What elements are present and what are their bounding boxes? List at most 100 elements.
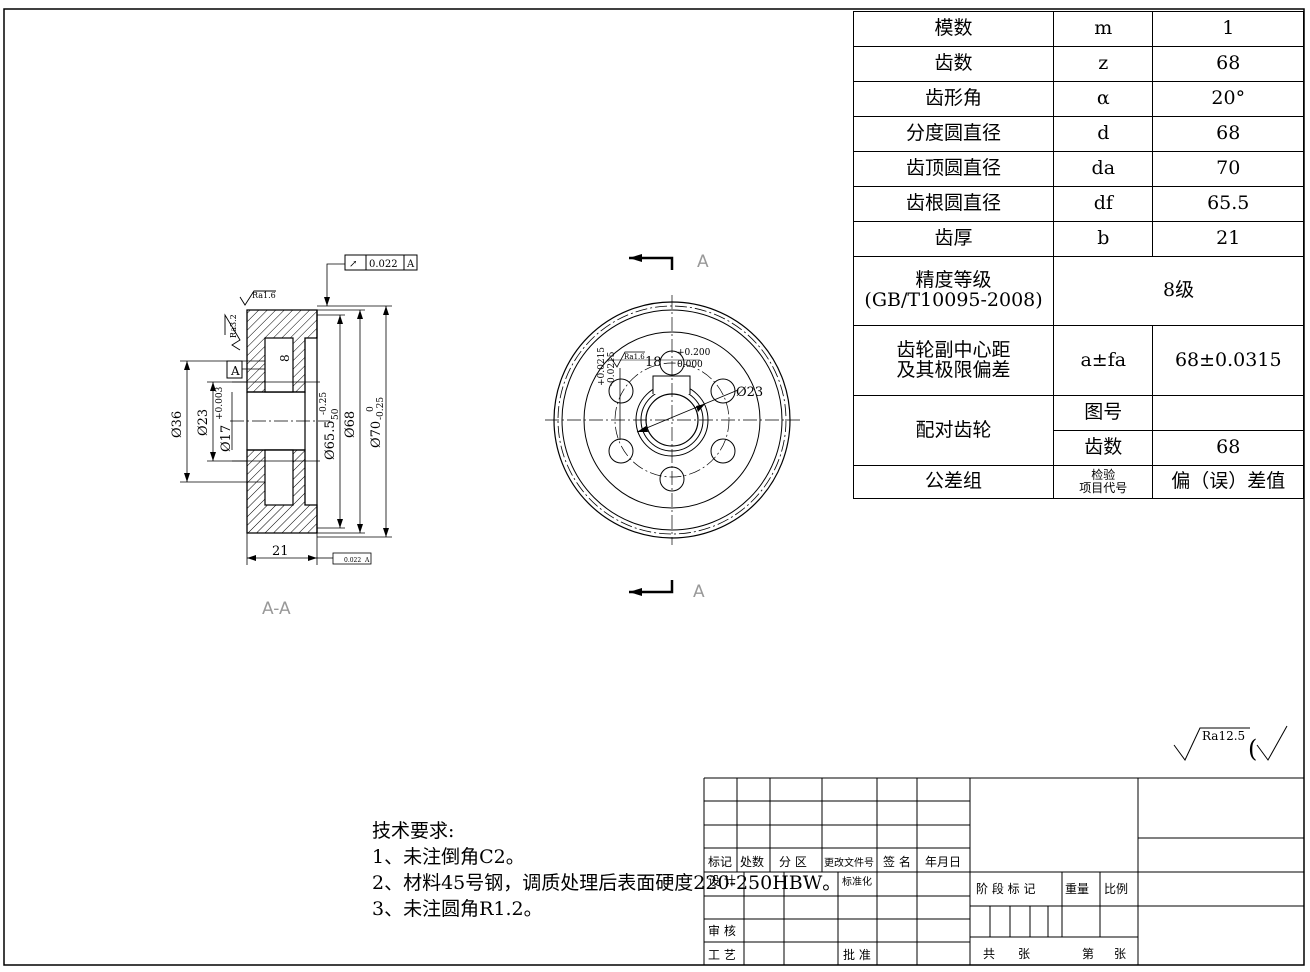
param-symbol: m [1053, 11, 1154, 47]
tol-label-1: +0.0215 [597, 347, 607, 386]
runout-datum-top: A [406, 259, 415, 270]
mating-label: 配对齿轮 [852, 395, 1055, 466]
section-view: Ø36 Ø23 Ø17 +0.003 Ø65.5 -0.25 50 Ø68 Ø7… [170, 254, 418, 619]
technical-requirements: 技术要求: 1、未注倒角C2。 2、材料45号钢，调质处理后表面硬度220-25… [372, 818, 841, 922]
table-row: 齿顶圆直径 da 70 [852, 151, 1304, 187]
inspection-label-2: 项目代号 [1079, 481, 1128, 495]
svg-text:Ra1.6: Ra1.6 [252, 291, 276, 300]
center-symbol: a±fa [1053, 325, 1154, 396]
dim-width-21: 21 [272, 544, 289, 559]
table-row: 齿形角 α 20° [852, 81, 1304, 117]
dim-dia-70: Ø70 [369, 421, 384, 448]
param-symbol: d [1053, 116, 1154, 152]
roughness-symbol-front: Ra1.6 [610, 351, 645, 368]
dim-dia-17: Ø17 [219, 425, 234, 452]
dim-18-label: 18 [645, 355, 662, 370]
mating-teeth-value: 68 [1152, 430, 1304, 466]
table-row-mating-teeth: 齿数 68 [854, 430, 1304, 466]
svg-text:Ra12.5: Ra12.5 [1202, 729, 1245, 743]
rev-header-sign: 签 名 [883, 854, 911, 869]
tol-label-4: 0.000 [677, 360, 703, 370]
dim-dia-70-tol-up: 0 [366, 406, 376, 412]
param-value: 68 [1152, 46, 1304, 82]
stage-header-mark: 阶 段 标 记 [976, 881, 1035, 896]
runout-tolerance-top: 0.022 [369, 259, 398, 270]
tol-label-2: -0.0215 [607, 351, 617, 386]
mating-teeth-label: 齿数 [1053, 430, 1154, 466]
table-row-center-distance: 齿轮副中心距 及其极限偏差 a±fa 68±0.0315 [852, 325, 1304, 396]
param-symbol: b [1053, 221, 1154, 257]
tol-label-3: +0.200 [677, 348, 711, 358]
section-mark-top: A [697, 252, 709, 272]
runout-tolerance-bottom: 0.022 [344, 557, 361, 564]
table-row: 齿厚 b 21 [852, 221, 1304, 257]
label-approve: 批 准 [843, 947, 871, 962]
param-name: 齿根圆直径 [852, 186, 1055, 222]
table-row-mating: 配对齿轮 图号 [852, 395, 1304, 466]
paren-open-icon: ( [1248, 735, 1257, 763]
label-total: 共 [983, 947, 995, 961]
precision-label-1: 精度等级 [915, 269, 992, 292]
param-symbol: df [1053, 186, 1154, 222]
center-value: 68±0.0315 [1152, 325, 1304, 396]
roughness-symbol-1: Ra1.6 [239, 290, 276, 306]
dim-dia-36: Ø36 [170, 411, 185, 438]
stage-header-scale: 比例 [1104, 882, 1128, 896]
param-value: 21 [1152, 221, 1304, 257]
param-name: 齿数 [852, 46, 1055, 82]
center-label-2: 及其极限偏差 [896, 358, 1011, 381]
dim-dia-17-tol: +0.003 [215, 386, 225, 420]
tech-title: 技术要求: [372, 820, 455, 842]
label-sheet-no: 第 [1082, 947, 1094, 961]
param-symbol: α [1053, 81, 1154, 117]
label-standardization: 标准化 [842, 875, 872, 888]
sheet-border [3, 8, 1305, 966]
table-row: 模数 m 1 [852, 11, 1304, 47]
param-name: 齿厚 [852, 221, 1055, 257]
deviation-label: 偏（误）差值 [1152, 465, 1304, 499]
dim-dia-655-tol: -0.25 [319, 392, 329, 415]
rev-header-mark: 标记 [708, 855, 732, 869]
gear-parameter-table: 模数 m 1 齿数 z 68 齿形角 α 20° 分度圆直径 d 68 齿顶圆直… [852, 11, 1304, 499]
param-value: 65.5 [1152, 186, 1304, 222]
tech-item: 3、未注圆角R1.2。 [372, 898, 543, 920]
label-review: 审 核 [708, 923, 736, 938]
general-roughness: Ra12.5 ( [1173, 725, 1288, 763]
hole-dia-label: Ø23 [736, 385, 763, 400]
dim-depth-8: 8 [278, 354, 292, 362]
table-row: 分度圆直径 d 68 [852, 116, 1304, 152]
section-mark-bottom: A [693, 582, 705, 602]
center-label-1: 齿轮副中心距 [896, 338, 1011, 361]
mating-drawing-no-label: 图号 [1053, 395, 1154, 431]
dim-dia-655-sub: 50 [331, 408, 341, 420]
dim-dia-70-tol-dn: -0.25 [376, 397, 386, 420]
param-value: 1 [1152, 11, 1304, 47]
dim-dia-655: Ø65.5 [323, 420, 338, 460]
label-sheets: 张 [1018, 947, 1030, 961]
label-design: 设 计 [708, 874, 736, 888]
datum-a-box [226, 360, 243, 379]
param-name: 齿形角 [852, 81, 1055, 117]
svg-text:Ra3.2: Ra3.2 [229, 314, 238, 338]
tech-item: 2、材料45号钢，调质处理后表面硬度220-250HBW。 [372, 872, 842, 894]
section-label: A-A [262, 599, 291, 619]
precision-label-2: (GB/T10095-2008) [864, 289, 1043, 311]
datum-a-label: A [230, 364, 240, 378]
table-row-tolerance: 公差组 检验 项目代号 偏（误）差值 [852, 465, 1304, 499]
front-view [545, 254, 800, 596]
label-sheet-unit: 张 [1114, 947, 1126, 961]
table-row-precision: 精度等级 (GB/T10095-2008) 8级 [852, 256, 1304, 326]
check-roughness-icon [1256, 725, 1288, 761]
mating-drawing-no-value [1152, 395, 1304, 431]
param-symbol: z [1053, 46, 1154, 82]
web-hole-lower [264, 449, 294, 506]
table-row: 齿数 z 68 [852, 46, 1304, 82]
precision-value: 8级 [1053, 256, 1304, 326]
tolerance-group-label: 公差组 [852, 465, 1055, 499]
label-process: 工 艺 [708, 948, 736, 962]
web-hole-upper [264, 337, 294, 393]
stage-header-weight: 重量 [1065, 882, 1089, 896]
runout-datum-bottom: A [364, 557, 370, 564]
runout-frame-bottom [332, 552, 372, 565]
